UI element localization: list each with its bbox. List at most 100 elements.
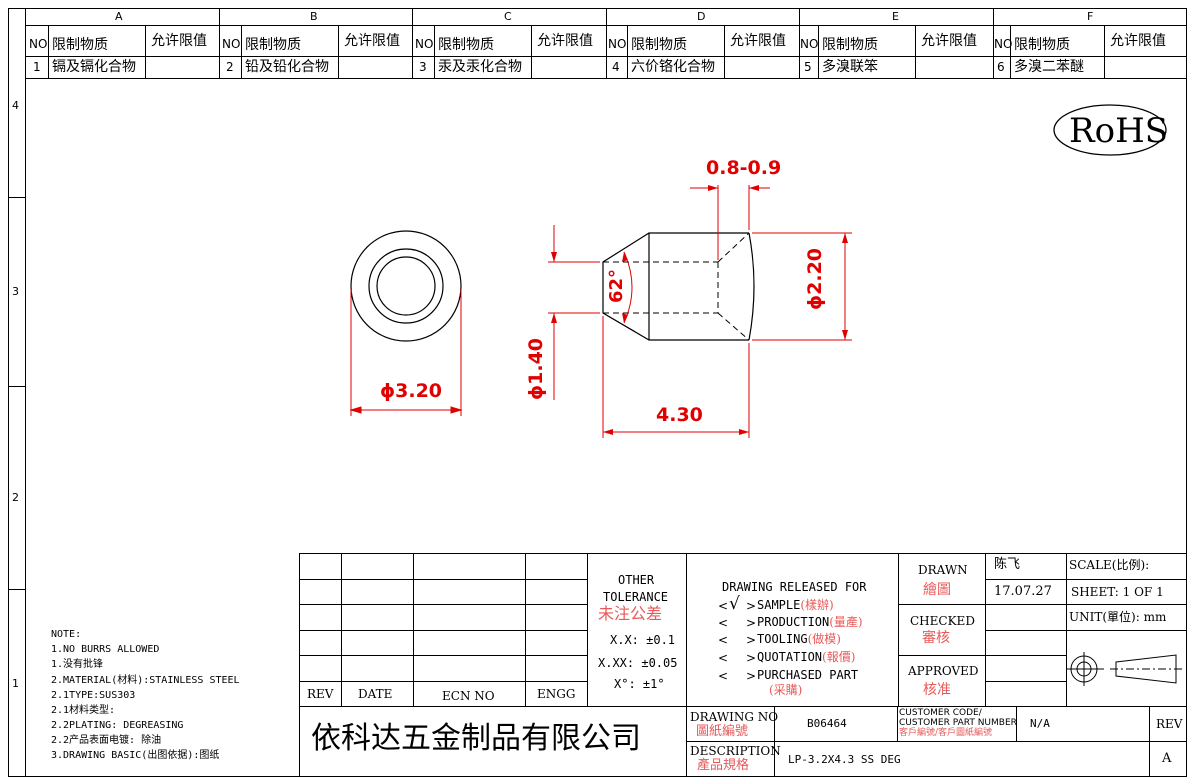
header-substance-3: 限制物质 (438, 37, 494, 53)
substance-name: 六价铬化合物 (631, 59, 715, 75)
substance-name: 铅及铅化合物 (245, 59, 329, 75)
engg-header: ENGG (537, 687, 576, 701)
note-line: 1.NO BURRS ALLOWED (51, 644, 160, 655)
header-no-1: NO (29, 37, 48, 51)
substance-name: 镉及镉化合物 (52, 59, 136, 75)
customer-code-label-zh: 客戶編號/客戶圖紙編號 (899, 728, 993, 738)
description-label: DESCRIPTION (690, 744, 781, 758)
release-item: PURCHASED PART (757, 668, 859, 682)
tip-length-label: 0.8-0.9 (706, 157, 782, 179)
customer-code-value: N/A (1030, 717, 1050, 730)
customer-part-label: CUSTOMER PART NUMBER (899, 718, 1017, 728)
drawing-no-label: DRAWING NO (690, 710, 779, 724)
angle-label: 62° (606, 268, 627, 303)
tolerance-title-2: TOLERANCE (603, 590, 669, 604)
scale-label: SCALE(比例): (1069, 558, 1150, 572)
tolerance-x1: X.X: ±0.1 (610, 633, 676, 647)
substance-no: 1 (33, 60, 41, 74)
release-item: TOOLING(做模) (757, 632, 841, 646)
front-diameter-label: ϕ3.20 (380, 380, 443, 402)
rohs-text: RoHS (1069, 111, 1169, 151)
zone-col-e: E (892, 10, 899, 23)
zone-col-f: F (1087, 10, 1094, 23)
substance-name: 多溴联笨 (822, 59, 878, 75)
zone-row-1: 1 (12, 677, 19, 690)
header-limit-5: 允许限值 (921, 33, 977, 49)
header-substance-5: 限制物质 (822, 37, 878, 53)
release-item: SAMPLE(樣辦) (757, 598, 834, 612)
zone-col-a: A (115, 10, 123, 23)
header-no-6: NO (994, 37, 1013, 51)
ecn-header: ECN NO (442, 689, 495, 703)
note-line: 2.MATERIAL(材料):STAINLESS STEEL (51, 675, 240, 686)
zone-row-2: 2 (12, 491, 19, 504)
tip-diameter-label: ϕ1.40 (525, 337, 547, 400)
drawing-no-label-zh: 圖紙編號 (696, 724, 749, 739)
drawn-date: 17.07.27 (994, 584, 1052, 599)
description-value: LP-3.2X4.3 SS DEG (788, 753, 901, 766)
header-substance-4: 限制物质 (631, 37, 687, 53)
zone-row-3: 3 (12, 285, 19, 298)
note-line: 2.1材料类型: (51, 705, 116, 716)
zone-col-c: C (504, 10, 512, 23)
tolerance-title-zh: 未注公差 (598, 604, 663, 623)
note-line: NOTE: (51, 629, 82, 640)
header-no-3: NO (415, 37, 434, 51)
front-view (349, 230, 463, 416)
zone-col-b: B (310, 10, 318, 23)
unit-label: UNIT(單位): mm (1069, 610, 1167, 624)
rev-value: A (1162, 751, 1172, 766)
date-header: DATE (358, 687, 393, 701)
side-view (548, 185, 852, 438)
rohs-ellipse (1053, 104, 1167, 156)
drawing-no-value: B06464 (807, 717, 847, 730)
note-line: 2.2PLATING: DEGREASING (51, 720, 184, 731)
header-limit-3: 允许限值 (537, 33, 593, 49)
tolerance-title-1: OTHER (618, 573, 655, 587)
customer-code-label: CUSTOMER CODE/ (899, 708, 982, 718)
header-no-4: NO (608, 37, 627, 51)
note-line: 2.1TYPE:SUS303 (51, 690, 136, 701)
length-label: 4.30 (656, 404, 703, 426)
checked-label-zh: 審核 (922, 630, 950, 646)
company-name: 依科达五金制品有限公司 (311, 721, 641, 756)
sheet-label: SHEET: 1 OF 1 (1071, 585, 1164, 599)
release-item: PRODUCTION(量產) (757, 615, 863, 629)
release-title: DRAWING RELEASED FOR (722, 580, 867, 594)
release-checkmark-icon: √ (729, 594, 740, 614)
substance-no: 6 (997, 60, 1005, 74)
checked-label: CHECKED (910, 614, 975, 628)
substance-no: 4 (612, 60, 620, 74)
release-item-zh: (采購) (769, 683, 803, 697)
header-substance-2: 限制物质 (245, 37, 301, 53)
note-line: 1.没有批锋 (51, 659, 104, 670)
note-line: 2.2产品表面电镀: 除油 (51, 735, 162, 746)
drawn-by: 陈飞 (994, 557, 1021, 572)
substance-no: 3 (419, 60, 427, 74)
substance-name: 汞及汞化合物 (438, 59, 522, 75)
header-no-2: NO (222, 37, 241, 51)
rev-label: REV (1156, 717, 1183, 731)
header-limit-1: 允许限值 (151, 33, 207, 49)
note-line: 3.DRAWING BASIC(出图依据):图纸 (51, 750, 220, 761)
zone-row-4: 4 (12, 99, 19, 112)
substance-name: 多溴二苯醚 (1014, 59, 1084, 75)
header-limit-4: 允许限值 (730, 33, 786, 49)
zone-col-d: D (697, 10, 706, 23)
description-label-zh: 產品規格 (697, 758, 750, 773)
header-substance-1: 限制物质 (52, 37, 108, 53)
projection-symbol-icon (1067, 652, 1184, 686)
drawn-label: DRAWN (918, 563, 968, 577)
substance-no: 5 (804, 60, 812, 74)
header-substance-6: 限制物质 (1014, 37, 1070, 53)
header-no-5: NO (800, 37, 819, 51)
release-item: QUOTATION(報價) (757, 650, 856, 664)
tolerance-x2: X.XX: ±0.05 (598, 656, 678, 670)
substance-no: 2 (226, 60, 234, 74)
header-limit-6: 允许限值 (1110, 33, 1166, 49)
body-diameter-label: ϕ2.20 (804, 247, 826, 310)
tolerance-deg: X°: ±1° (614, 677, 665, 691)
approved-label: APPROVED (908, 664, 979, 678)
header-limit-2: 允许限值 (344, 33, 400, 49)
approved-label-zh: 核准 (923, 682, 951, 698)
